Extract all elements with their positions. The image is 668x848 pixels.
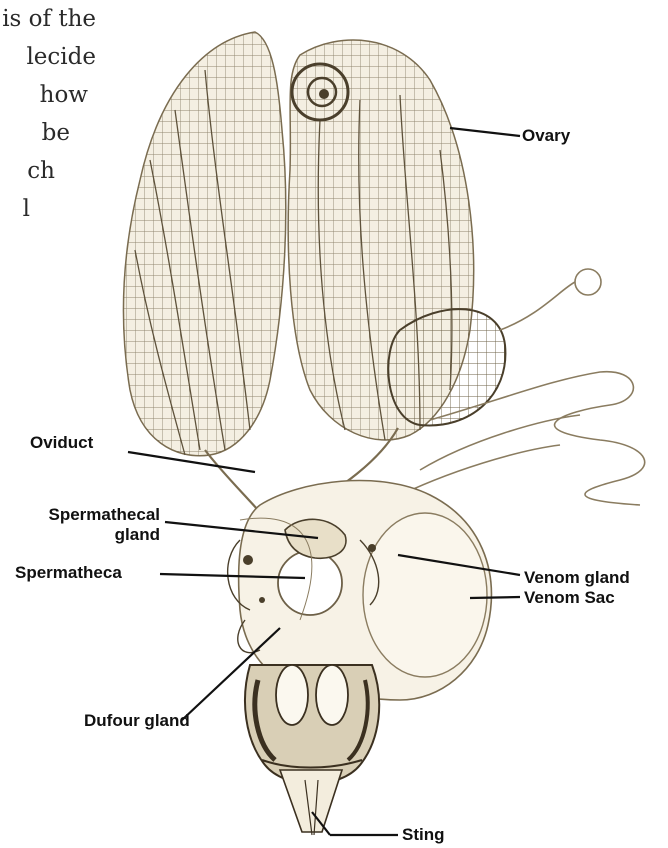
right-ovary bbox=[288, 40, 505, 440]
left-ovary bbox=[123, 32, 285, 456]
label-ovary: Ovary bbox=[522, 126, 570, 146]
label-venom-sac: Venom Sac bbox=[524, 588, 615, 608]
label-sting: Sting bbox=[402, 825, 445, 845]
label-venom-gland: Venom gland bbox=[524, 568, 630, 588]
label-dufour-gland: Dufour gland bbox=[84, 711, 190, 731]
label-spermathecal-gland-line1: Spermathecal bbox=[0, 505, 160, 525]
label-spermatheca: Spermatheca bbox=[15, 563, 122, 583]
sting-apparatus bbox=[245, 665, 379, 835]
label-oviduct: Oviduct bbox=[30, 433, 93, 453]
label-spermathecal-gland-line2: gland bbox=[0, 525, 160, 545]
label-spermathecal-gland: Spermathecal gland bbox=[0, 505, 160, 545]
